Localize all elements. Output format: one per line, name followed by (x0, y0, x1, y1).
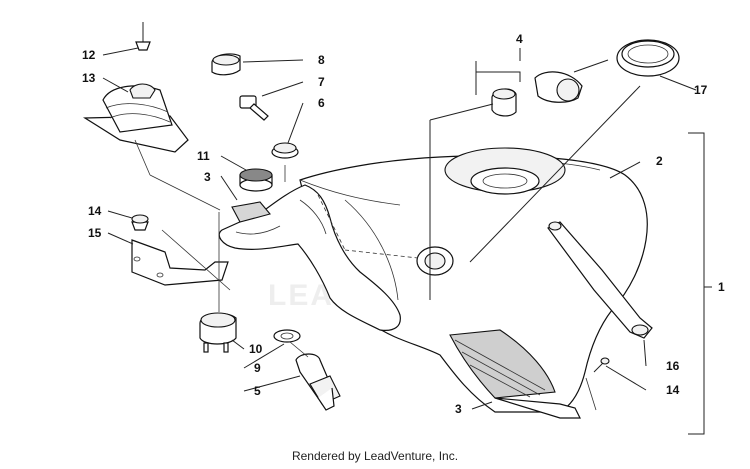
callout-8: 8 (318, 53, 325, 67)
key-7-shape (239, 95, 269, 121)
callout-15: 15 (88, 226, 102, 240)
switch-10-shape (199, 312, 237, 353)
callout-6: 6 (318, 96, 325, 110)
callout-5: 5 (254, 384, 261, 398)
callout-11: 11 (197, 149, 210, 163)
grommet-6-shape (271, 142, 299, 159)
callout-9: 9 (254, 361, 261, 375)
callout-12: 12 (82, 48, 96, 62)
sensor-5-shape (295, 353, 341, 411)
callout-3b: 3 (455, 402, 462, 416)
cap-11-shape (239, 168, 273, 192)
rivet-12-shape (135, 22, 151, 51)
tank-cover-shape (218, 184, 401, 331)
callout-4: 4 (516, 32, 523, 46)
filler-ring-17-shape (616, 39, 680, 77)
boot-13-shape (82, 83, 189, 153)
callout-labels: 12 13 8 7 6 11 3 4 17 2 1 14 15 10 9 5 1… (82, 32, 725, 416)
callout-13: 13 (82, 71, 96, 85)
lock-4-shape (491, 71, 583, 117)
callout-1: 1 (718, 280, 725, 294)
washer-9-shape (273, 329, 301, 343)
callout-7: 7 (318, 75, 325, 89)
callout-14b: 14 (666, 383, 680, 397)
key-fob-8-shape (211, 53, 241, 76)
strap-16-shape (547, 221, 653, 339)
leader-lines (102, 47, 712, 435)
bracket-15-shape (131, 239, 229, 286)
footer-credit: Rendered by LeadVenture, Inc. (291, 449, 459, 463)
clip-14-shape (131, 214, 149, 231)
screw-14b-shape (593, 357, 610, 373)
callout-3a: 3 (204, 170, 211, 184)
callout-10: 10 (249, 342, 263, 356)
callout-14a: 14 (88, 204, 102, 218)
callout-16: 16 (666, 359, 680, 373)
callout-17: 17 (694, 83, 708, 97)
callout-2: 2 (656, 154, 663, 168)
